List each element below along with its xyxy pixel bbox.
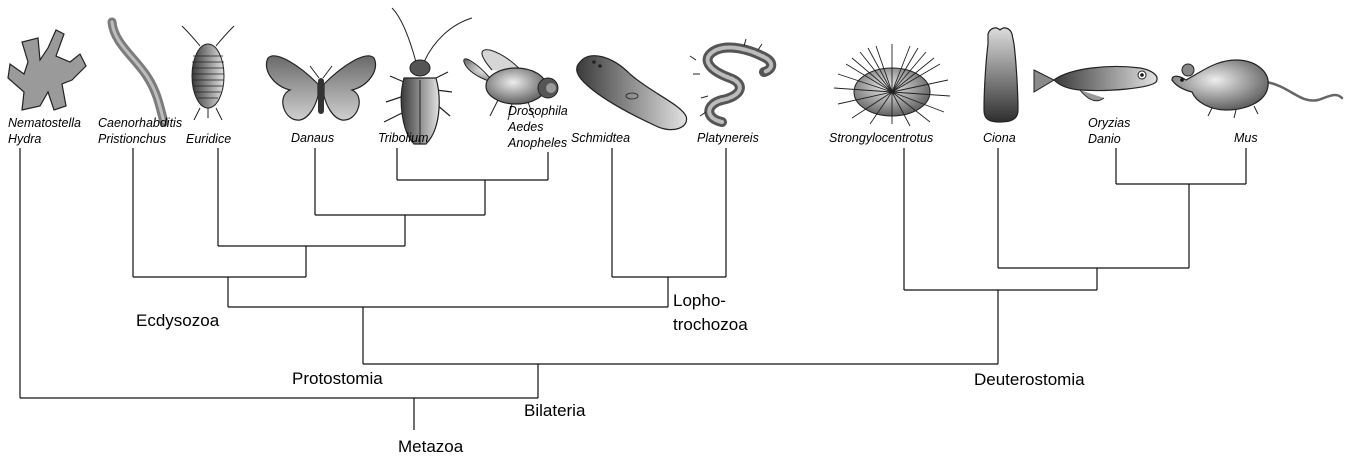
taxon-schmidtea: Schmidtea <box>571 131 630 145</box>
mouse-icon <box>1172 60 1342 118</box>
clade-metazoa: Metazoa <box>398 437 464 456</box>
taxon-mus: Mus <box>1234 131 1258 145</box>
fish-icon <box>1034 67 1157 101</box>
clade-lophotrochozoa-line2: trochozoa <box>673 315 748 334</box>
clade-deuterostomia: Deuterostomia <box>974 370 1085 389</box>
taxon-hydra: Hydra <box>8 132 41 146</box>
polychaete-icon <box>690 39 771 122</box>
taxon-drosophila: Drosophila <box>508 104 568 118</box>
taxon-anopheles: Anopheles <box>507 136 567 150</box>
butterfly-icon <box>266 56 375 120</box>
nematode-icon <box>112 22 164 122</box>
taxon-platynereis: Platynereis <box>697 131 759 145</box>
isopod-icon <box>182 26 234 120</box>
beetle-icon <box>384 8 472 144</box>
clade-protostomia: Protostomia <box>292 369 383 388</box>
clade-ecdysozoa: Ecdysozoa <box>136 311 220 330</box>
hydra-icon <box>8 30 86 110</box>
taxon-caenorhabditis: Caenorhabditis <box>98 116 182 130</box>
taxon-tribolium: Tribolium <box>378 131 428 145</box>
taxon-ciona: Ciona <box>983 131 1016 145</box>
taxon-aedes: Aedes <box>507 120 543 134</box>
clade-lophotrochozoa-line1: Lopho- <box>673 291 726 310</box>
taxon-danaus: Danaus <box>291 131 334 145</box>
taxon-oryzias: Oryzias <box>1088 116 1130 130</box>
taxon-pristionchus: Pristionchus <box>98 132 166 146</box>
clade-bilateria: Bilateria <box>524 401 586 420</box>
taxon-euridice: Euridice <box>186 132 231 146</box>
planarian-icon <box>577 56 687 130</box>
sea-urchin-icon <box>834 44 950 126</box>
taxon-strongylocentrotus: Strongylocentrotus <box>829 131 933 145</box>
taxon-nematostella: Nematostella <box>8 116 81 130</box>
tunicate-icon <box>984 28 1018 122</box>
taxon-danio: Danio <box>1088 132 1121 146</box>
